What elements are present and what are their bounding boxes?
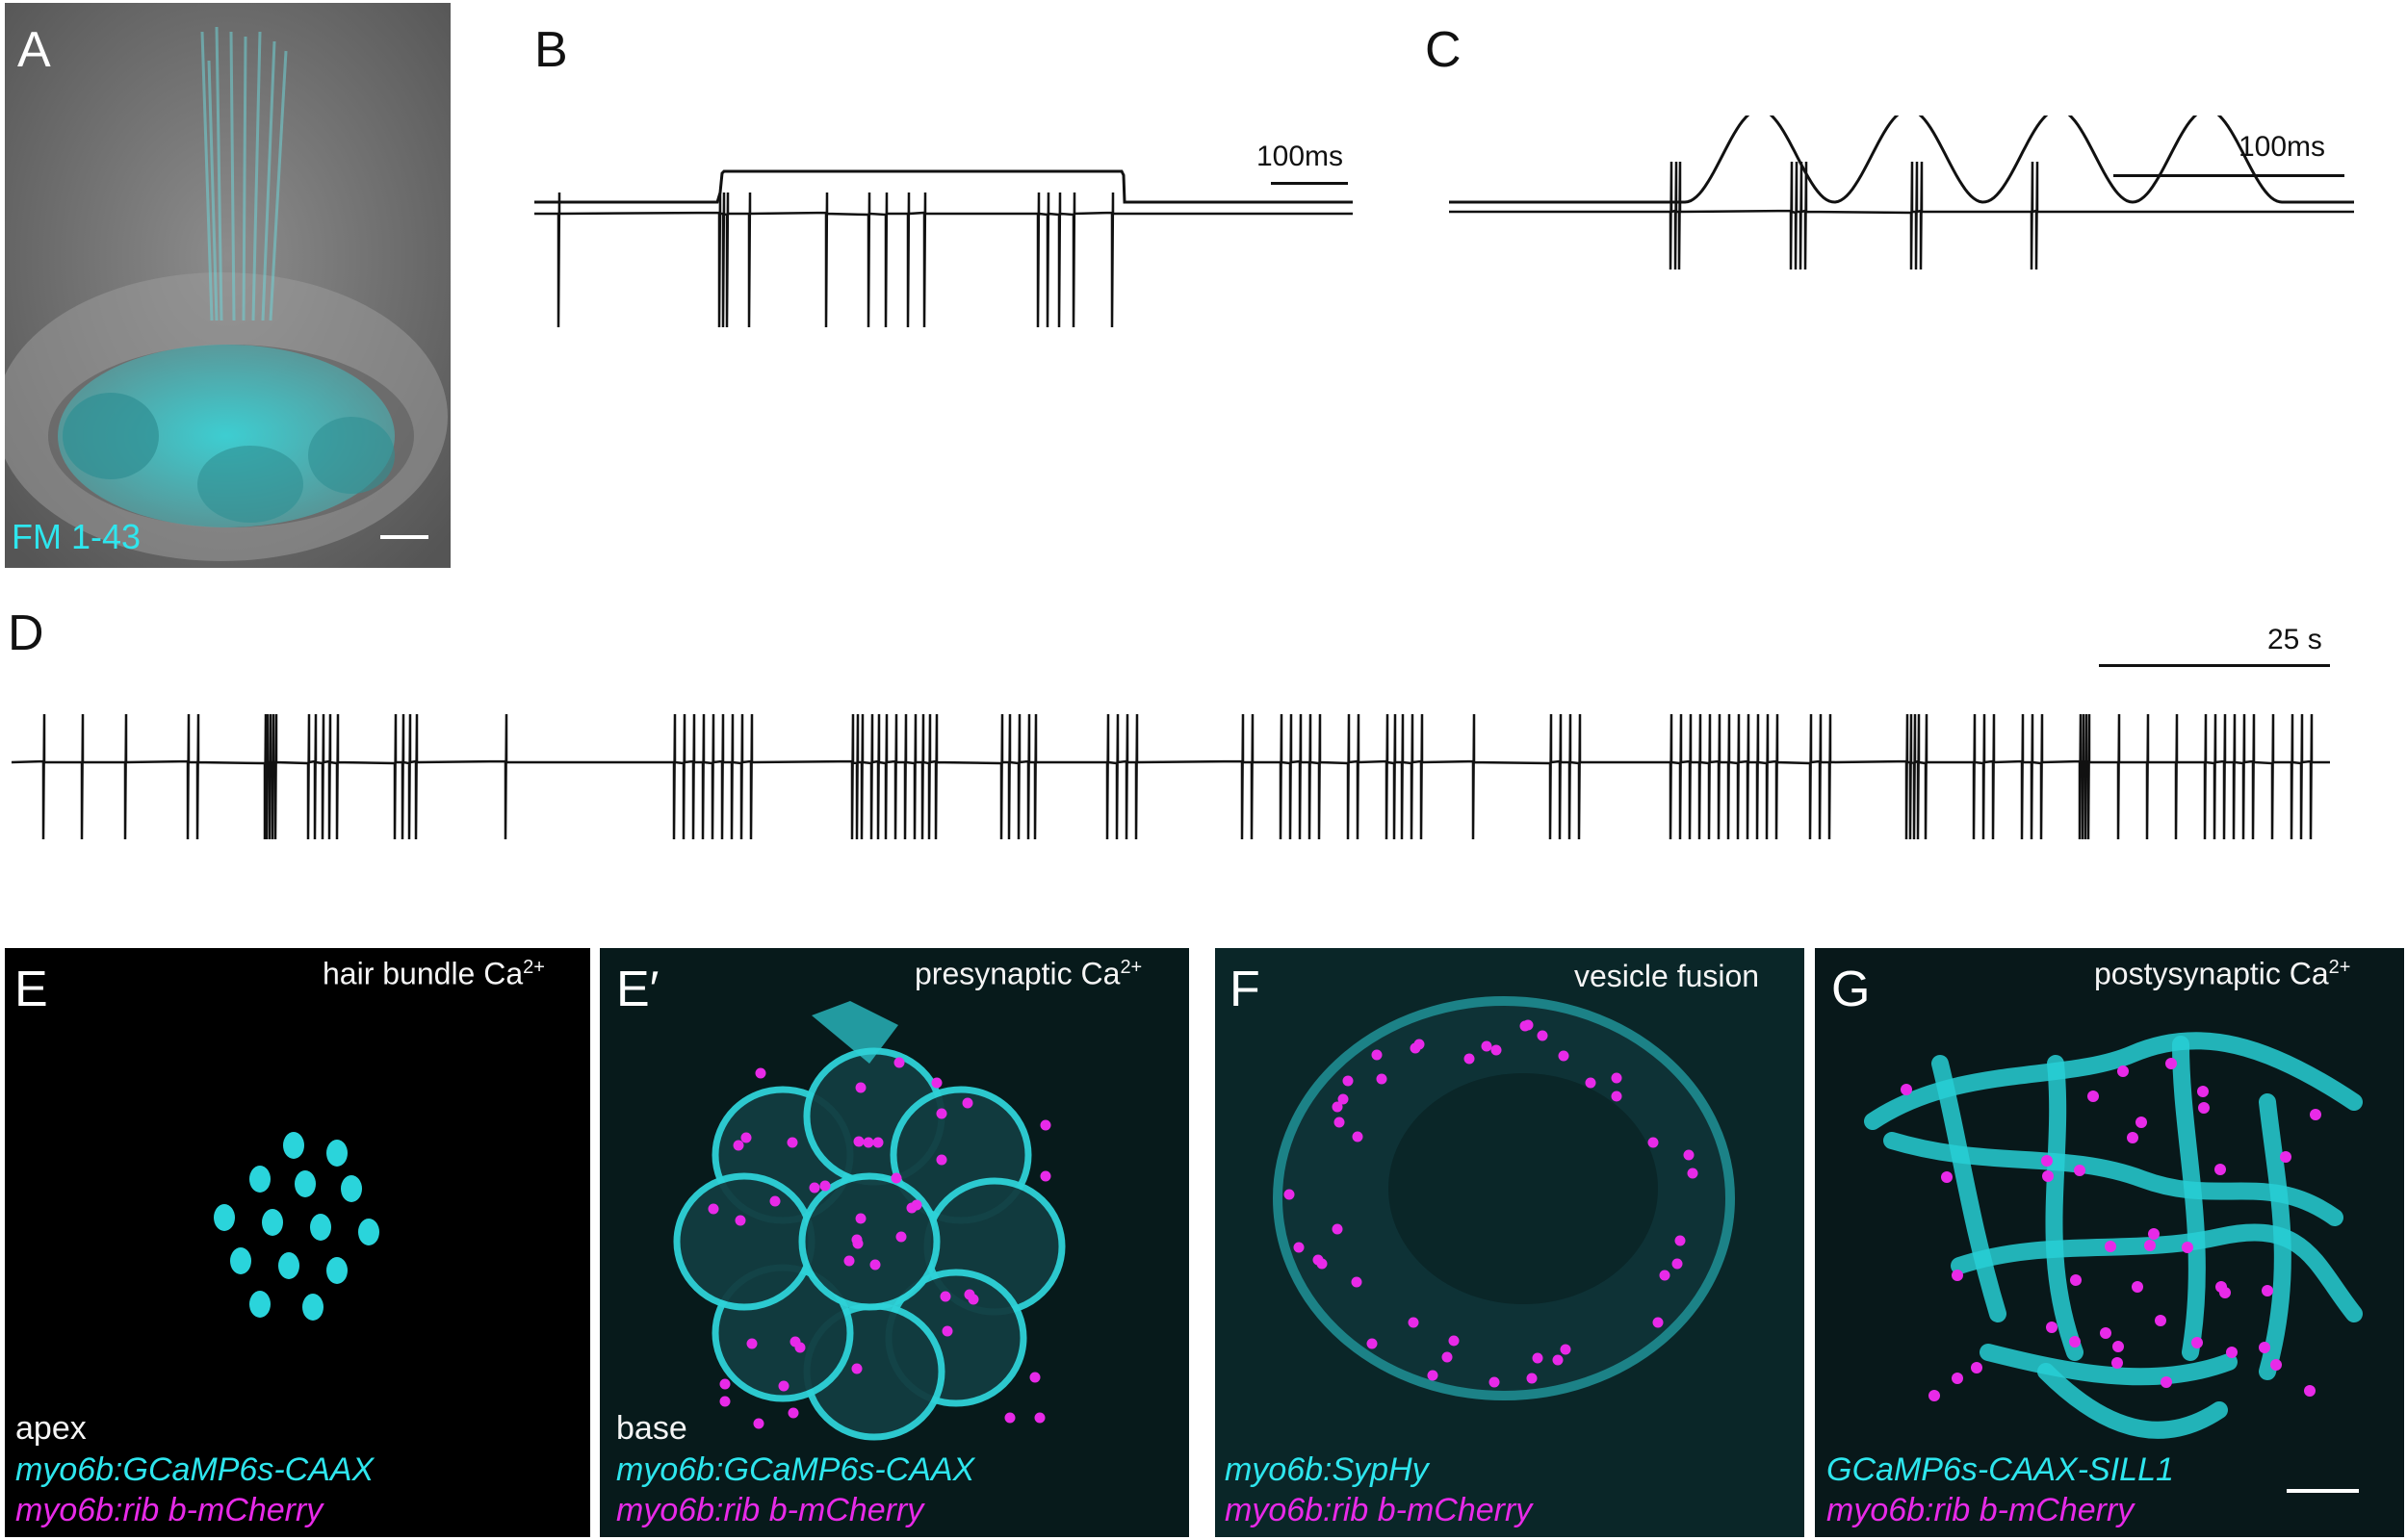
panel-letter-e: E — [14, 962, 48, 1017]
panel-b-traces — [534, 169, 1353, 328]
scale-label: 100ms — [2239, 131, 2326, 163]
panel-c-traces — [1449, 116, 2354, 270]
panel-f-image — [1215, 948, 1804, 1537]
long-spike-recording-trace — [11, 713, 2330, 840]
panel-letter-b: B — [534, 22, 568, 78]
title-text: presynaptic Ca — [915, 956, 1121, 991]
panel-letter-f: F — [1229, 962, 1260, 1017]
panel-a-image — [5, 3, 451, 568]
panel-e-image — [5, 948, 590, 1537]
dye-label: FM 1-43 — [12, 517, 142, 556]
title-text: hair bundle Ca — [323, 956, 524, 991]
panel-letter-e-prime: E′ — [616, 962, 660, 1017]
title-superscript: 2+ — [2328, 957, 2351, 978]
scale-bar — [2287, 1489, 2359, 1493]
panel-e-prime-image — [600, 948, 1189, 1537]
panel-title: postysynaptic Ca2+ — [2094, 958, 2350, 989]
panel-title: hair bundle Ca2+ — [323, 958, 545, 989]
scale-bar — [2099, 664, 2330, 667]
scale-label: 25 s — [2267, 624, 2322, 655]
transgene-label-2: myo6b:rib b-mCherry — [15, 1492, 324, 1528]
scale-bar — [1271, 182, 1348, 185]
position-label: base — [616, 1410, 687, 1447]
panel-title: presynaptic Ca2+ — [915, 958, 1142, 989]
spike-recording-trace — [1449, 161, 2354, 270]
scale-label: 100ms — [1256, 141, 1344, 172]
panel-letter-d: D — [8, 605, 44, 661]
title-superscript: 2+ — [523, 957, 545, 978]
panel-g-image — [1815, 948, 2404, 1537]
title-text: postysynaptic Ca — [2094, 956, 2329, 991]
step-stimulus-trace — [534, 169, 1353, 204]
neuromast-micrograph — [5, 3, 451, 568]
transgene-label-1: myo6b:GCaMP6s-CAAX — [616, 1451, 975, 1488]
presynaptic-micrograph — [600, 948, 1189, 1537]
vesicle-fusion-micrograph — [1273, 996, 1735, 1400]
sinusoidal-stimulus-trace — [1449, 116, 2354, 204]
hair-bundle-micrograph — [214, 1132, 379, 1321]
panel-letter-c: C — [1425, 22, 1462, 78]
position-label: apex — [15, 1410, 87, 1447]
transgene-label-1: GCaMP6s-CAAX-SILL1 — [1826, 1451, 2174, 1488]
panel-letter-g: G — [1831, 962, 1871, 1017]
transgene-label-1: myo6b:SypHy — [1225, 1451, 1429, 1488]
transgene-label-2: myo6b:rib b-mCherry — [1225, 1492, 1533, 1528]
panel-letter-a: A — [17, 22, 51, 78]
title-superscript: 2+ — [1120, 957, 1143, 978]
scale-bar — [380, 535, 428, 539]
spike-recording-trace — [534, 192, 1353, 328]
postsynaptic-micrograph — [1864, 1032, 2363, 1439]
transgene-label-1: myo6b:GCaMP6s-CAAX — [15, 1451, 375, 1488]
transgene-label-2: myo6b:rib b-mCherry — [1826, 1492, 2135, 1528]
panel-d-trace — [11, 713, 2330, 840]
panel-title: vesicle fusion — [1574, 959, 1760, 993]
scale-bar — [2113, 174, 2344, 177]
transgene-label-2: myo6b:rib b-mCherry — [616, 1492, 924, 1528]
